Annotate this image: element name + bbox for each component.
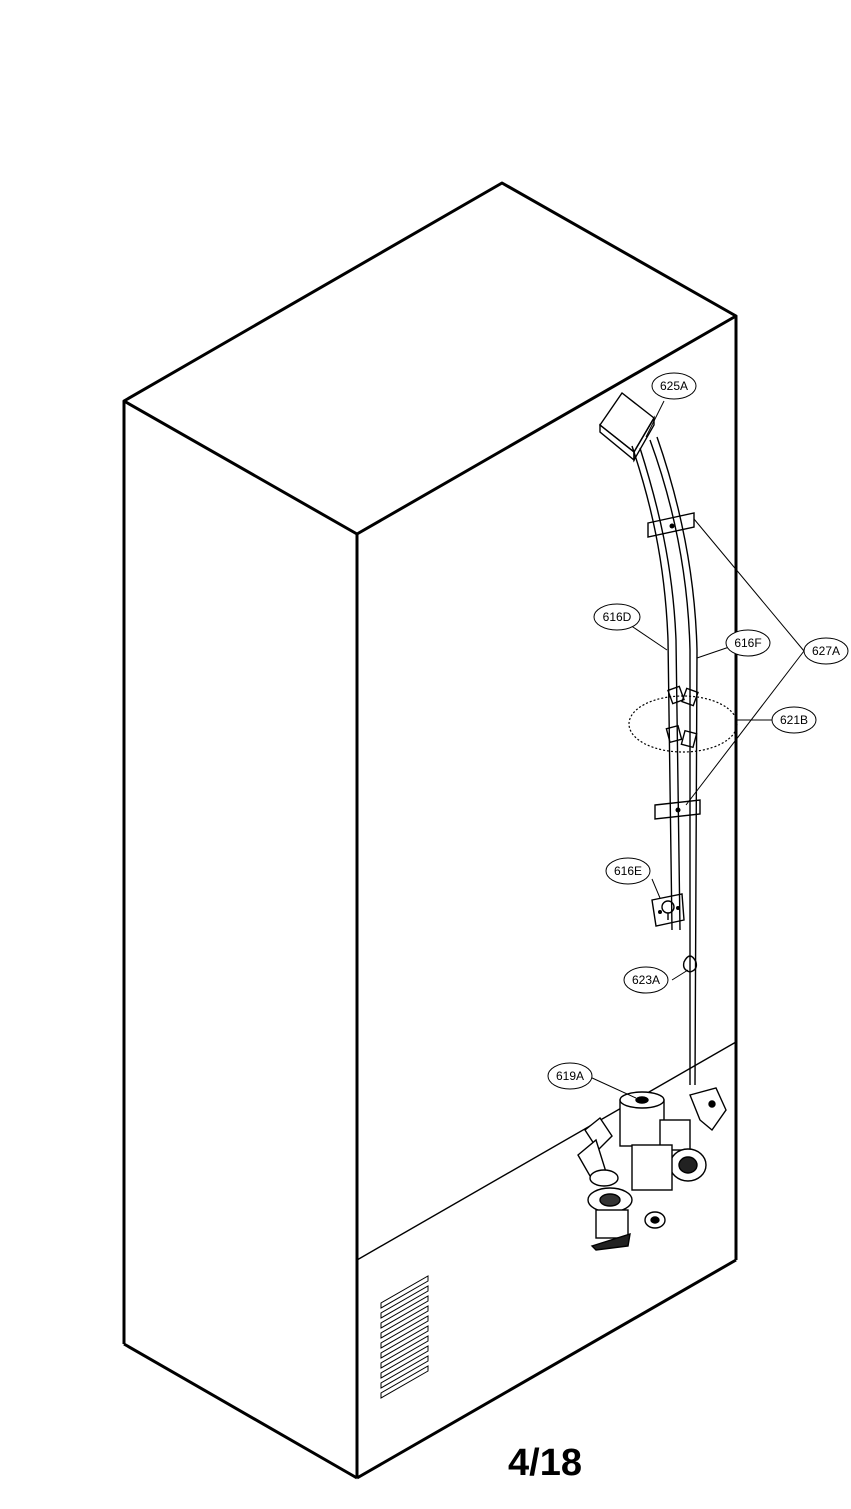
callout-616F: 616F	[725, 629, 771, 657]
tube-left	[631, 445, 673, 931]
tube-clamp-bottom	[654, 799, 701, 820]
callout-label: 616E	[614, 864, 642, 878]
water-valve	[577, 1087, 727, 1251]
detail-circle	[628, 695, 738, 753]
leader-lines	[589, 400, 805, 1099]
callout-616E: 616E	[605, 857, 651, 885]
callout-label: 623A	[632, 973, 660, 987]
vent-grille	[380, 1275, 429, 1399]
callout-616D: 616D	[593, 603, 641, 631]
cabinet-top	[122, 181, 738, 536]
tube-clamp-top	[647, 512, 695, 538]
callout-label: 619A	[556, 1069, 584, 1083]
callout-label: 625A	[660, 379, 688, 393]
callout-619A: 619A	[547, 1062, 593, 1090]
callout-627A: 627A	[803, 637, 849, 665]
callout-621B: 621B	[771, 706, 817, 734]
water-tubing-assembly	[577, 391, 738, 1251]
cabinet-outline	[122, 181, 738, 1480]
callout-label: 616D	[603, 610, 632, 624]
callout-label: 627A	[812, 644, 840, 658]
tube-clip	[682, 955, 698, 973]
callout-625A: 625A	[651, 372, 697, 400]
tube-left-inner	[639, 447, 681, 931]
tube-bracket	[651, 893, 685, 927]
page-number: 4/18	[508, 1442, 582, 1484]
tube-right-inner	[656, 436, 698, 1086]
callout-623A: 623A	[623, 966, 669, 994]
callout-label: 621B	[780, 713, 808, 727]
dispenser-block	[599, 391, 655, 463]
callout-label: 616F	[734, 636, 761, 650]
tube-right	[649, 439, 691, 1085]
